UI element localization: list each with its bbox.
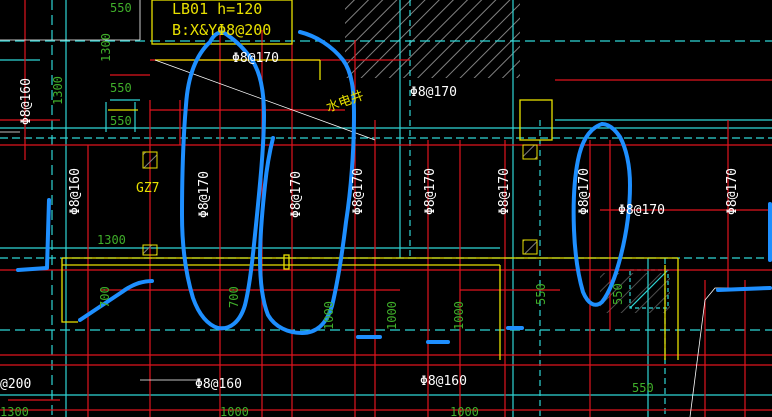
dimension-vertical-1300-top: 1300 [99,33,113,62]
dimension-vertical-550-a: 550 [534,283,548,305]
dimension-550-b: 550 [110,114,132,128]
dimension-bottom-1000-b: 1000 [450,405,479,417]
dimension-top-550: 550 [110,1,132,15]
dimension-vertical-1000-b: 1000 [385,301,399,330]
dimension-vertical-700-mid: 700 [227,286,241,308]
dimension-vertical-1000-a: 1000 [322,301,336,330]
rebar-label-vertical-1: Φ8@160 [68,168,83,215]
rebar-label-vertical-top-left: Φ8@160 [19,78,34,125]
rebar-label-vertical-8: Φ8@170 [725,168,740,215]
dimension-vertical-700-left: 700 [98,286,112,308]
rebar-label-vertical-7: Φ8@170 [577,168,592,215]
dimension-vertical-1300-left: 1300 [51,76,65,105]
rebar-label-vertical-3: Φ8@170 [289,171,304,218]
rebar-label-bottom-mid2: Φ8@160 [420,374,467,389]
dimension-550-a: 550 [110,81,132,95]
dimension-bottom-1000-a: 1000 [220,405,249,417]
hatched-zones [345,0,670,313]
dimension-bottom-1300: 1300 [0,405,29,417]
rebar-label-top-left: Φ8@170 [232,51,279,66]
rebar-label-top-mid: Φ8@170 [410,85,457,100]
rebar-label-bottom-mid1: Φ8@160 [195,377,242,392]
blue-markup-strokes [16,30,772,344]
rebar-label-vertical-5: Φ8@170 [423,168,438,215]
rebar-label-vertical-4: Φ8@170 [351,168,366,215]
title-box-frame [151,0,293,45]
column-gz7-label: GZ7 [136,181,159,196]
title-slab-name: LB01 h=120 [172,0,262,18]
rebar-label-vertical-6: Φ8@170 [497,168,512,215]
water-electric-shaft-label: 水电井 [324,88,366,115]
dimension-bottom-550: 550 [632,381,654,395]
rebar-label-right: Φ8@170 [618,203,665,218]
dimension-vertical-1000-c: 1000 [452,301,466,330]
title-slab-reinforcement: B:X&YΦ8@200 [172,21,271,39]
column-markers [142,144,538,256]
rebar-label-bottom-left: @200 [0,377,31,392]
dimension-horizontal-1300: 1300 [97,233,126,247]
column-gz7-block [142,151,158,169]
dimension-vertical-550-b: 550 [611,283,625,305]
rebar-label-vertical-2: Φ8@170 [197,171,212,218]
hatch-zone-top [345,0,520,78]
